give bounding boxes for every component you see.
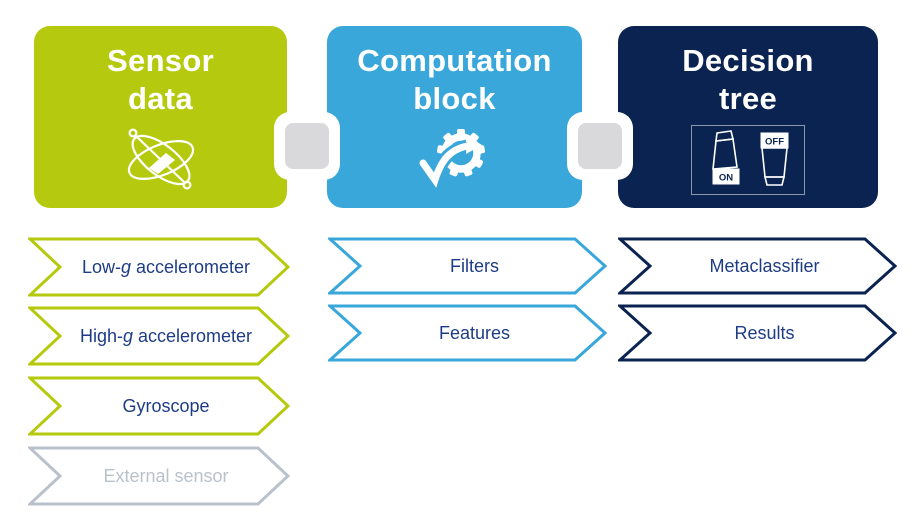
gyroscope-icon [118, 123, 204, 195]
chevron-label: Low-g accelerometer [81, 256, 251, 277]
sensor-data-block: Sensor data [34, 26, 287, 208]
chevron-label: External sensor [103, 465, 229, 486]
chevron-shape [28, 376, 290, 436]
connector-computation-decision [567, 112, 633, 180]
title-line: tree [718, 80, 778, 116]
chevron-external-sensor: External sensor [28, 446, 290, 506]
chevron-gyroscope: Gyroscope [28, 376, 290, 436]
chevron-label: Results [734, 322, 795, 343]
title-line: Sensor [107, 43, 214, 78]
gear-check-icon [415, 123, 495, 195]
chevron-shape [28, 446, 290, 506]
connector-pad [578, 123, 622, 169]
connector-sensor-computation [274, 112, 340, 180]
chevron-features: Features [328, 304, 607, 362]
title-line: block [413, 80, 496, 116]
off-label: OFF [765, 136, 784, 147]
chevron-label: Metaclassifier [709, 255, 820, 276]
chevron-low-g-accelerometer: Low-g accelerometer [28, 237, 290, 297]
on-label: ON [719, 172, 733, 183]
on-off-switches-icon: ON OFF [691, 124, 805, 195]
chevron-shape [618, 237, 897, 295]
chevron-metaclassifier: Metaclassifier [618, 237, 897, 295]
chevron-label: High-g accelerometer [79, 325, 253, 346]
chevron-shape [28, 237, 290, 297]
sensor-data-title: Sensor data [107, 42, 214, 118]
chevron-shape [328, 304, 607, 362]
chevron-label: Features [438, 322, 511, 343]
chevron-results: Results [618, 304, 897, 362]
title-line: Decision [682, 43, 814, 78]
computation-block-title: Computation block [357, 42, 551, 118]
chevron-shape [328, 237, 607, 295]
decision-tree-block: Decision tree ON OFF [618, 26, 878, 208]
chevron-high-g-accelerometer: High-g accelerometer [28, 306, 290, 366]
chevron-label: Filters [450, 255, 499, 276]
chevron-shape [618, 304, 897, 362]
title-line: Computation [357, 43, 552, 78]
chevron-label: Gyroscope [122, 395, 210, 416]
chevron-filters: Filters [328, 237, 607, 295]
chevron-shape [28, 306, 290, 366]
decision-tree-title: Decision tree [682, 42, 814, 118]
computation-block: Computation block [327, 26, 582, 208]
title-line: data [128, 80, 193, 116]
connector-pad [285, 123, 329, 169]
